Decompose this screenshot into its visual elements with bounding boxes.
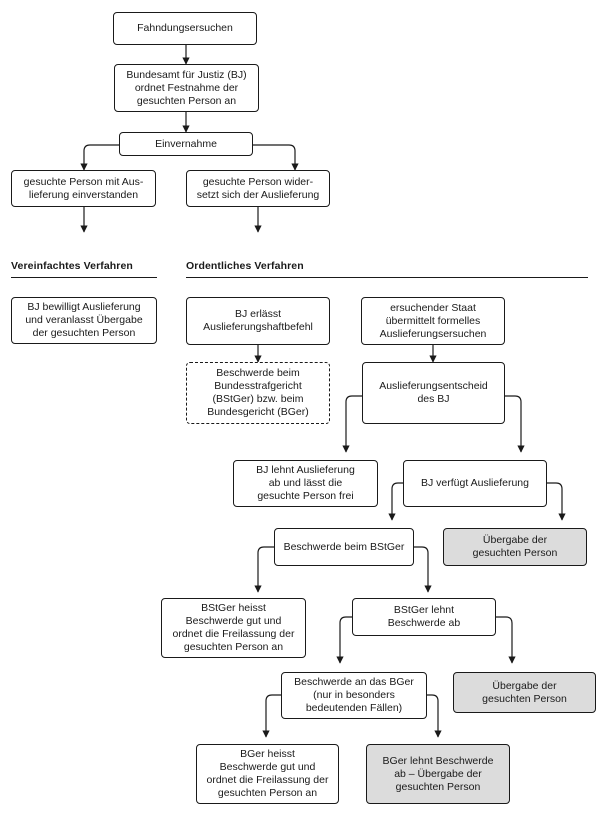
node-bj-arrest-warrant-label: BJ erlässt Auslieferungshaftbefehl — [203, 308, 313, 333]
node-extradition-decision-label: Auslieferungsentscheid des BJ — [379, 380, 488, 405]
node-bstger-upholds-label: BStGer heisst Beschwerde gut und ordnet … — [172, 602, 295, 653]
node-complaint-bger: Beschwerde an das BGer (nur in besonders… — [281, 672, 427, 719]
node-bstger-upholds: BStGer heisst Beschwerde gut und ordnet … — [161, 598, 306, 658]
arrow-order-to-handover — [547, 482, 566, 521]
node-bger-rejects-label: BGer lehnt Beschwerde ab – Übergabe der … — [382, 754, 494, 793]
node-bj-grants-simplified: BJ bewilligt Auslieferung und veranlasst… — [11, 297, 157, 344]
arrow-rejects-to-handover — [496, 616, 516, 664]
node-complaint-bger-label: Beschwerde an das BGer (nur in besonders… — [294, 676, 414, 714]
arrow-decision-to-order — [505, 395, 525, 453]
node-handover-2: Übergabe der gesuchten Person — [453, 672, 596, 713]
node-fahndungsersuchen-label: Fahndungsersuchen — [137, 22, 233, 34]
node-bj-orders-arrest-label: Bundesamt für Justiz (BJ) ordnet Festnah… — [126, 68, 247, 107]
node-handover-1-label: Übergabe der gesuchten Person — [472, 534, 558, 559]
arrow-bger-to-upholds — [262, 694, 281, 738]
node-complaint-warrant: Beschwerde beim Bundesstrafgericht (BStG… — [186, 362, 330, 424]
arrow-complaint-to-rejects — [414, 546, 432, 593]
arrow-decision-to-reject — [342, 395, 362, 453]
arrow-rejects-to-bger — [336, 616, 352, 664]
node-bj-rejects-extradition: BJ lehnt Auslieferung ab und lässt die g… — [233, 460, 378, 507]
node-formal-request-label: ersuchender Staat übermittelt formelles … — [379, 301, 487, 340]
arrow-hearing-to-oppose — [253, 144, 299, 171]
node-person-opposes: gesuchte Person wider- setzt sich der Au… — [186, 170, 330, 207]
rule-simplified — [11, 277, 157, 278]
node-einvernahme-label: Einvernahme — [155, 137, 217, 150]
node-complaint-bstger-label: Beschwerde beim BStGer — [283, 540, 405, 553]
node-bj-orders-extradition-label: BJ verfügt Auslieferung — [421, 477, 529, 489]
node-person-consents: gesuchte Person mit Aus- lieferung einve… — [11, 170, 156, 207]
rule-ordinary — [186, 277, 588, 278]
node-bj-orders-arrest: Bundesamt für Justiz (BJ) ordnet Festnah… — [114, 64, 259, 112]
arrow-order-to-complaint — [388, 482, 403, 521]
node-handover-1: Übergabe der gesuchten Person — [443, 528, 587, 566]
heading-simplified-procedure: Vereinfachtes Verfahren — [11, 260, 133, 272]
node-einvernahme: Einvernahme — [119, 132, 253, 156]
node-bger-upholds: BGer heisst Beschwerde gut und ordnet di… — [196, 744, 339, 804]
node-person-consents-label: gesuchte Person mit Aus- lieferung einve… — [23, 175, 144, 201]
node-fahndungsersuchen: Fahndungsersuchen — [113, 12, 257, 45]
node-formal-request: ersuchender Staat übermittelt formelles … — [361, 297, 505, 345]
node-bj-rejects-extradition-label: BJ lehnt Auslieferung ab und lässt die g… — [256, 464, 355, 502]
node-bj-arrest-warrant: BJ erlässt Auslieferungshaftbefehl — [186, 297, 330, 345]
arrow-bger-to-rejects — [427, 694, 442, 738]
arrow-hearing-to-consent — [80, 144, 119, 171]
node-person-opposes-label: gesuchte Person wider- setzt sich der Au… — [196, 175, 320, 201]
node-bger-rejects: BGer lehnt Beschwerde ab – Übergabe der … — [366, 744, 510, 804]
node-bj-grants-simplified-label: BJ bewilligt Auslieferung und veranlasst… — [25, 301, 143, 339]
node-bj-orders-extradition: BJ verfügt Auslieferung — [403, 460, 547, 507]
node-complaint-warrant-label: Beschwerde beim Bundesstrafgericht (BStG… — [207, 367, 309, 418]
node-handover-2-label: Übergabe der gesuchten Person — [482, 679, 567, 705]
heading-ordinary-procedure: Ordentliches Verfahren — [186, 260, 304, 272]
arrow-complaint-to-upholds — [254, 546, 274, 593]
node-bger-upholds-label: BGer heisst Beschwerde gut und ordnet di… — [206, 748, 329, 799]
node-complaint-bstger: Beschwerde beim BStGer — [274, 528, 414, 566]
node-extradition-decision: Auslieferungsentscheid des BJ — [362, 362, 505, 424]
node-bstger-rejects-label: BStGer lehnt Beschwerde ab — [387, 604, 461, 629]
node-bstger-rejects: BStGer lehnt Beschwerde ab — [352, 598, 496, 636]
